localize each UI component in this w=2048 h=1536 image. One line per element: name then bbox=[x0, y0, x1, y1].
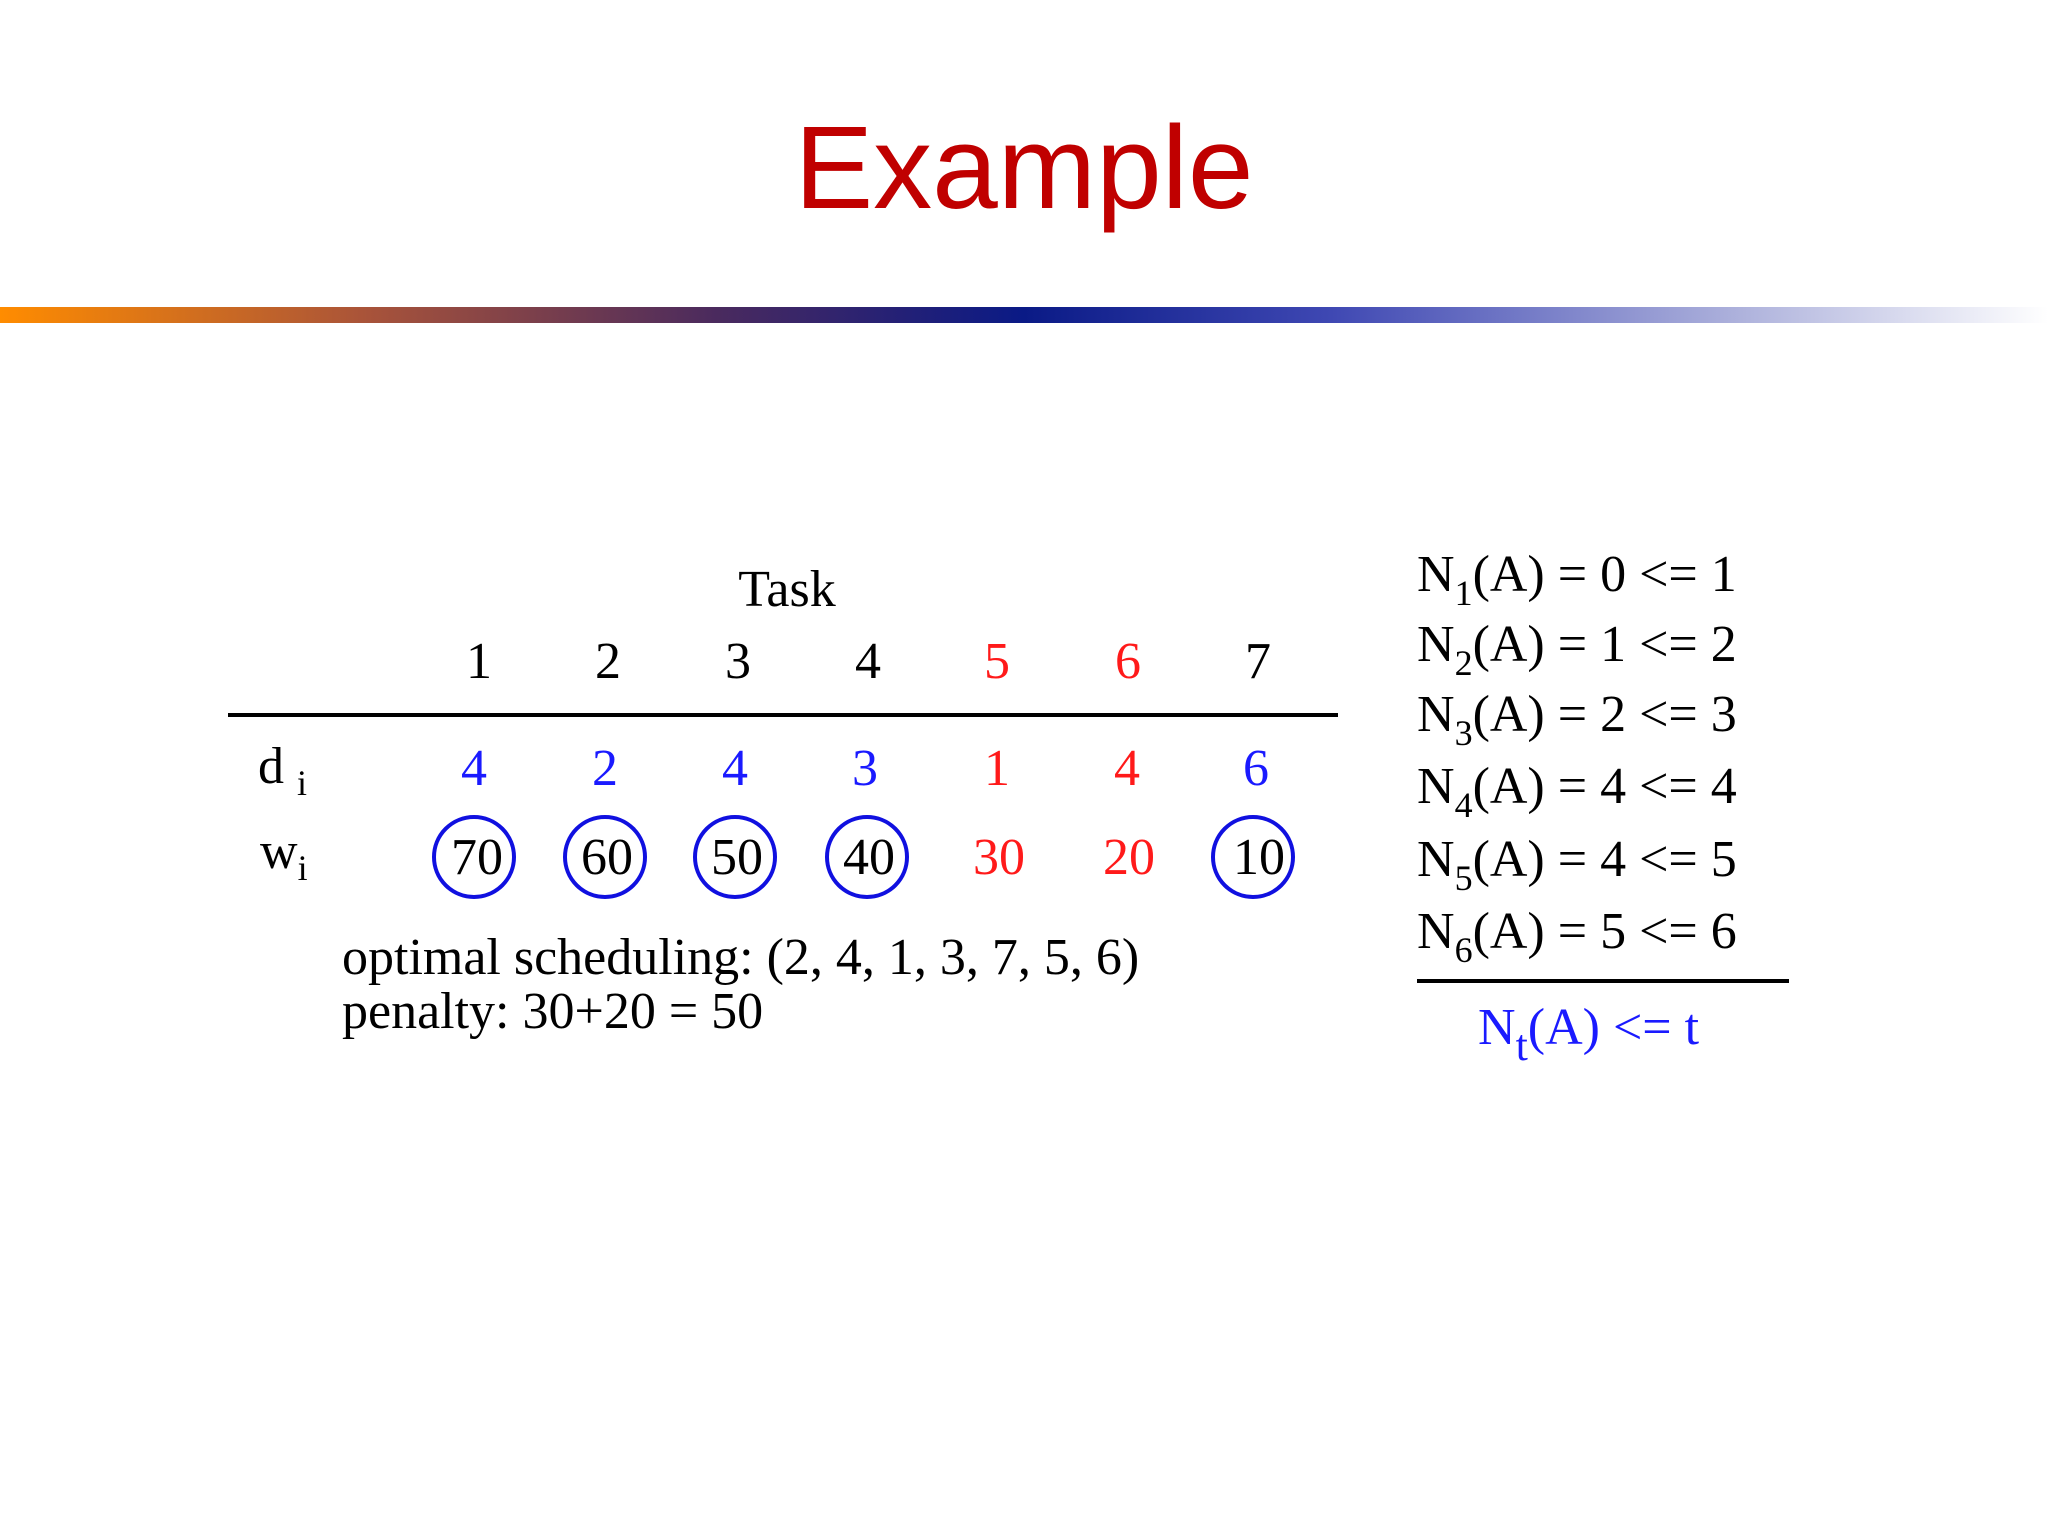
deadline-value: 4 bbox=[722, 740, 748, 797]
weight-value: 20 bbox=[1103, 829, 1155, 886]
table-divider bbox=[228, 713, 1338, 717]
selected-circle bbox=[563, 815, 647, 899]
constraint-n: N bbox=[1417, 758, 1455, 815]
deadline-value: 4 bbox=[461, 740, 487, 797]
constraint-n: N bbox=[1417, 903, 1455, 960]
deadline-label: d bbox=[258, 738, 284, 795]
constraint-n: N bbox=[1417, 616, 1455, 673]
constraint-line: N1(A) = 0 <= 1 bbox=[1417, 545, 1737, 613]
constraint-divider bbox=[1417, 979, 1789, 983]
constraint-expression: (A) = 1 <= 2 bbox=[1472, 616, 1737, 673]
constraint-subscript: 1 bbox=[1454, 573, 1473, 613]
weight-value: 10 bbox=[1233, 829, 1285, 886]
selected-circle bbox=[825, 815, 909, 899]
constraint-expression: (A) <= t bbox=[1527, 999, 1700, 1056]
constraint-n: N bbox=[1417, 686, 1455, 743]
constraint-expression: (A) = 4 <= 5 bbox=[1472, 831, 1737, 888]
task-header: Task bbox=[738, 561, 836, 618]
selected-circle bbox=[1211, 815, 1295, 899]
constraint-line: N2(A) = 1 <= 2 bbox=[1417, 615, 1737, 683]
deadline-value: 6 bbox=[1243, 740, 1269, 797]
weight-value: 40 bbox=[843, 829, 895, 886]
optimal-schedule-text: optimal scheduling: (2, 4, 1, 3, 7, 5, 6… bbox=[342, 929, 1140, 986]
slide-title: Example bbox=[794, 102, 1254, 234]
constraint-n: N bbox=[1417, 546, 1455, 603]
constraint-n: N bbox=[1417, 831, 1455, 888]
constraint-line: N4(A) = 4 <= 4 bbox=[1417, 757, 1737, 825]
constraint-line: N3(A) = 2 <= 3 bbox=[1417, 685, 1737, 753]
task-number: 4 bbox=[855, 633, 881, 690]
constraint-subscript: 6 bbox=[1454, 930, 1473, 970]
constraint-subscript: 4 bbox=[1454, 785, 1473, 825]
weight-label: w bbox=[260, 823, 298, 880]
constraint-expression: (A) = 2 <= 3 bbox=[1472, 686, 1737, 743]
constraint-expression: (A) = 4 <= 4 bbox=[1472, 758, 1737, 815]
task-number: 1 bbox=[466, 633, 492, 690]
constraint-expression: (A) = 5 <= 6 bbox=[1472, 903, 1737, 960]
deadline-value: 3 bbox=[852, 740, 878, 797]
task-number: 6 bbox=[1115, 633, 1141, 690]
constraint-subscript: 5 bbox=[1454, 858, 1473, 898]
constraint-subscript: 3 bbox=[1454, 713, 1473, 753]
penalty-text: penalty: 30+20 = 50 bbox=[342, 983, 764, 1040]
deadline-value: 1 bbox=[984, 740, 1010, 797]
selected-circle bbox=[432, 815, 516, 899]
selected-circle bbox=[693, 815, 777, 899]
constraint-n: N bbox=[1478, 999, 1516, 1056]
weight-value: 70 bbox=[451, 829, 503, 886]
deadline-value: 4 bbox=[1114, 740, 1140, 797]
weight-row-label: wi bbox=[260, 822, 308, 888]
constraint-subscript: t bbox=[1515, 1021, 1528, 1070]
constraint-line: N5(A) = 4 <= 5 bbox=[1417, 830, 1737, 898]
constraint-expression: (A) = 0 <= 1 bbox=[1472, 546, 1737, 603]
weight-value: 30 bbox=[973, 829, 1025, 886]
task-number: 5 bbox=[984, 633, 1010, 690]
weight-subscript: i bbox=[297, 848, 308, 888]
deadline-row-label: d i bbox=[258, 737, 308, 803]
title-divider bbox=[0, 307, 2048, 323]
constraint-line: N6(A) = 5 <= 6 bbox=[1417, 902, 1737, 970]
task-number: 2 bbox=[595, 633, 621, 690]
deadline-subscript: i bbox=[297, 763, 308, 803]
constraint-subscript: 2 bbox=[1454, 643, 1473, 683]
task-number: 3 bbox=[725, 633, 751, 690]
general-constraint: Nt(A) <= t bbox=[1478, 998, 1700, 1070]
weight-value: 60 bbox=[581, 829, 633, 886]
deadline-value: 2 bbox=[592, 740, 618, 797]
task-number: 7 bbox=[1245, 633, 1271, 690]
weight-value: 50 bbox=[711, 829, 763, 886]
